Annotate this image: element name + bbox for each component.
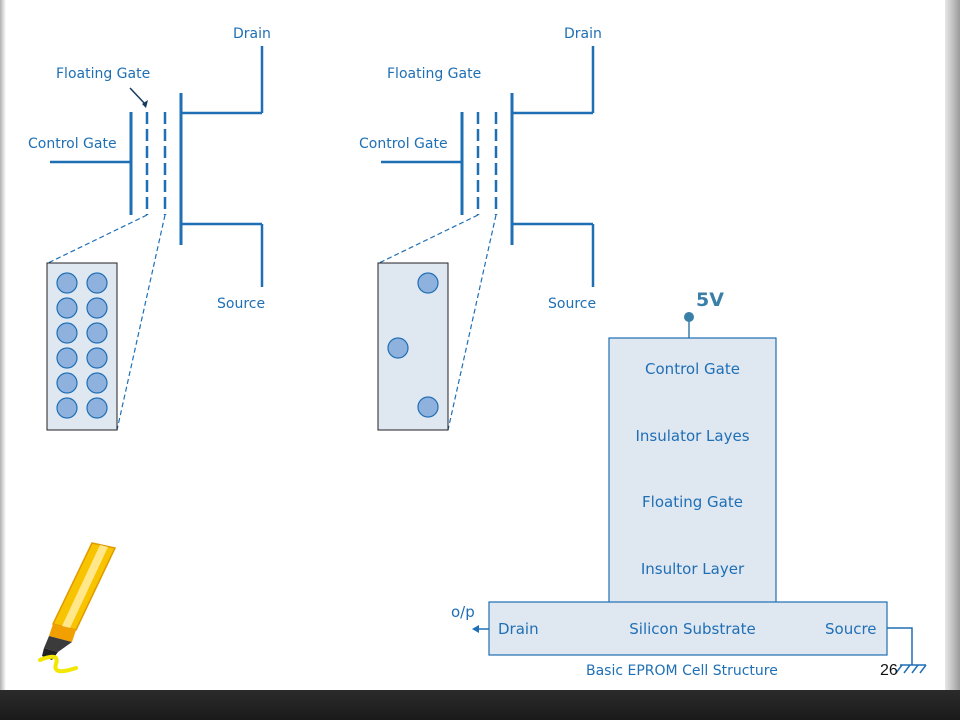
layer-insulator-2: Insultor Layer — [640, 560, 745, 578]
electron — [86, 347, 108, 369]
voltage-label: 5V — [696, 289, 724, 311]
eprom-drain-label: Drain — [498, 620, 539, 638]
output-arrow — [472, 625, 479, 633]
voltage-terminal — [684, 312, 694, 322]
left-control-gate-label: Control Gate — [28, 136, 117, 152]
layer-insulator-1: Insulator Layes — [635, 427, 750, 445]
left-floating-gate-label: Floating Gate — [56, 66, 151, 82]
electron — [56, 297, 78, 319]
gate-stack — [608, 337, 777, 604]
slide-left-edge — [0, 0, 6, 690]
electron — [56, 397, 78, 419]
slide-right-edge — [945, 0, 960, 690]
page-number: 26 — [880, 662, 898, 679]
right-source-label: Source — [548, 296, 597, 312]
left-transistor — [47, 46, 264, 431]
layer-floating-gate: Floating Gate — [642, 493, 743, 511]
highlighter-icon — [38, 542, 117, 674]
eprom-source-label: Soucre — [825, 620, 877, 638]
electron — [86, 372, 108, 394]
electron — [86, 272, 108, 294]
electron — [86, 297, 108, 319]
left-source-label: Source — [217, 296, 266, 312]
right-transistor — [378, 46, 595, 431]
electron — [387, 337, 409, 359]
electron — [417, 396, 439, 418]
electron — [417, 272, 439, 294]
electron — [56, 272, 78, 294]
bottom-bar — [0, 690, 960, 720]
ground-symbol — [895, 664, 927, 674]
substrate-block — [488, 601, 888, 656]
right-floating-gate-label: Floating Gate — [387, 66, 482, 82]
electron — [86, 322, 108, 344]
electrons-right — [387, 272, 439, 418]
output-label: o/p — [451, 603, 475, 621]
right-control-gate-label: Control Gate — [359, 136, 448, 152]
right-drain-label: Drain — [564, 26, 602, 42]
eprom-cell — [472, 312, 927, 674]
electron — [56, 372, 78, 394]
electron — [86, 397, 108, 419]
substrate-label: Silicon Substrate — [629, 620, 756, 638]
electron — [56, 347, 78, 369]
layer-control-gate: Control Gate — [645, 360, 740, 378]
electron — [56, 322, 78, 344]
diagram-caption: Basic EPROM Cell Structure — [586, 663, 778, 679]
electrons-left — [56, 272, 108, 419]
left-drain-label: Drain — [233, 26, 271, 42]
